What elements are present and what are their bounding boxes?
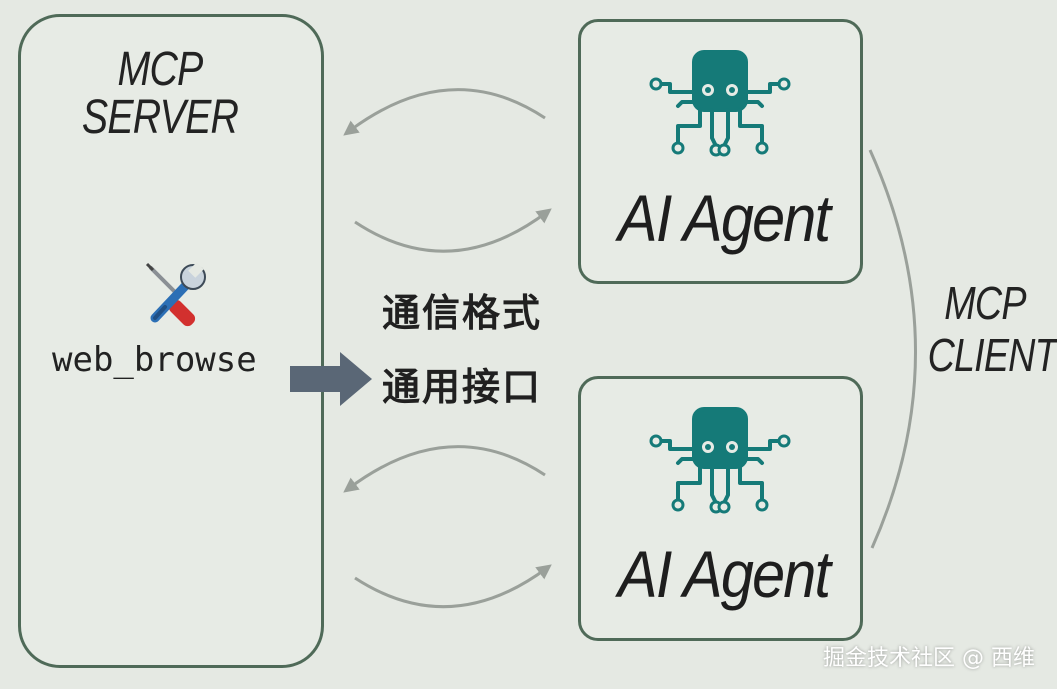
ai-agent-label-1: AI Agent [618,181,831,255]
tool-name-web-browse: web_browse [52,340,257,380]
mcp-server-box [18,14,324,668]
ai-agent-label-2: AI Agent [618,537,831,611]
interface-arrow [290,352,372,406]
server-title-line2: SERVER [81,91,239,144]
mcp-server-title: MCP SERVER [78,46,242,142]
wrench-screwdriver-icon [145,262,206,327]
server-title-line1: MCP [117,43,203,96]
watermark: 掘金技术社区 @ 西维 [823,646,1035,671]
middle-label-line1: 通信格式 [382,291,543,335]
response-curve-top [354,208,552,253]
octopus-robot-icon [649,50,791,157]
request-curve-bottom [343,445,546,493]
middle-label-line2: 通用接口 [382,365,543,409]
octopus-robot-icon [649,407,791,514]
mcp-client-title: MCP CLIENT [927,277,1057,384]
client-title-line1: MCP [944,277,1026,329]
client-title-line2: CLIENT [927,329,1057,381]
request-curve-top [343,88,546,136]
response-curve-bottom [354,564,552,609]
client-bracket-curve [868,149,917,549]
